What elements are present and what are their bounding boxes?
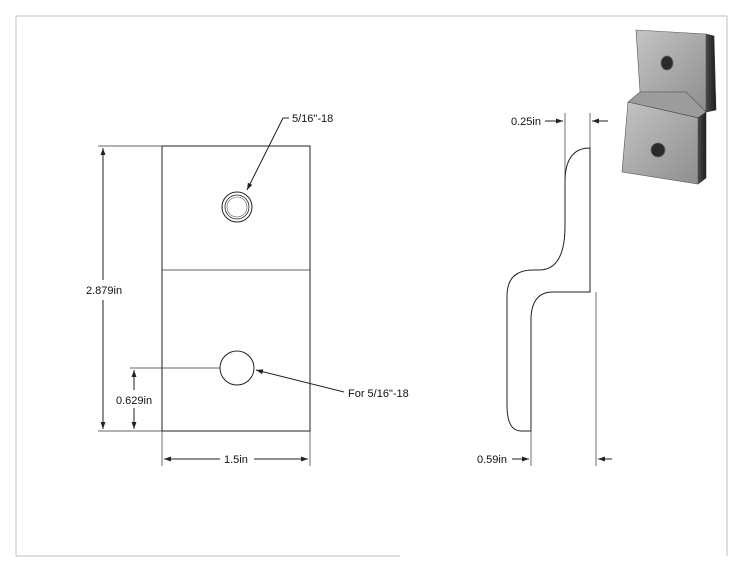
iso-lower-tab-edge bbox=[697, 111, 707, 185]
iso-lower-hole bbox=[650, 142, 666, 158]
hole-leader bbox=[255, 369, 345, 393]
iso-upper-hole bbox=[660, 55, 674, 71]
front-view: 5/16"-18 For 5/16"-18 2.879in 0.629in 1.… bbox=[86, 113, 409, 466]
threaded-hole-core bbox=[226, 196, 248, 218]
offset-dim-label: 0.59in bbox=[477, 454, 507, 466]
threaded-hole-inner bbox=[224, 194, 250, 220]
thickness-dim-label: 0.25in bbox=[511, 116, 541, 128]
iso-upper-tab-edge bbox=[705, 33, 717, 113]
width-dim-label: 1.5in bbox=[224, 454, 248, 466]
thread-leader bbox=[246, 117, 289, 191]
sheet-border bbox=[15, 15, 728, 557]
side-view: 0.25in 0.59in bbox=[477, 113, 612, 466]
clearance-hole bbox=[219, 350, 255, 386]
bracket-profile bbox=[506, 147, 591, 432]
plate-outline bbox=[161, 145, 311, 432]
threaded-hole-outer bbox=[221, 191, 253, 223]
hole-note-label: For 5/16"-18 bbox=[348, 388, 409, 400]
hole-height-dim-label: 0.629in bbox=[116, 395, 152, 407]
height-dim-label: 2.879in bbox=[86, 285, 122, 297]
isometric-view bbox=[621, 29, 717, 185]
thread-note-label: 5/16"-18 bbox=[292, 113, 333, 125]
